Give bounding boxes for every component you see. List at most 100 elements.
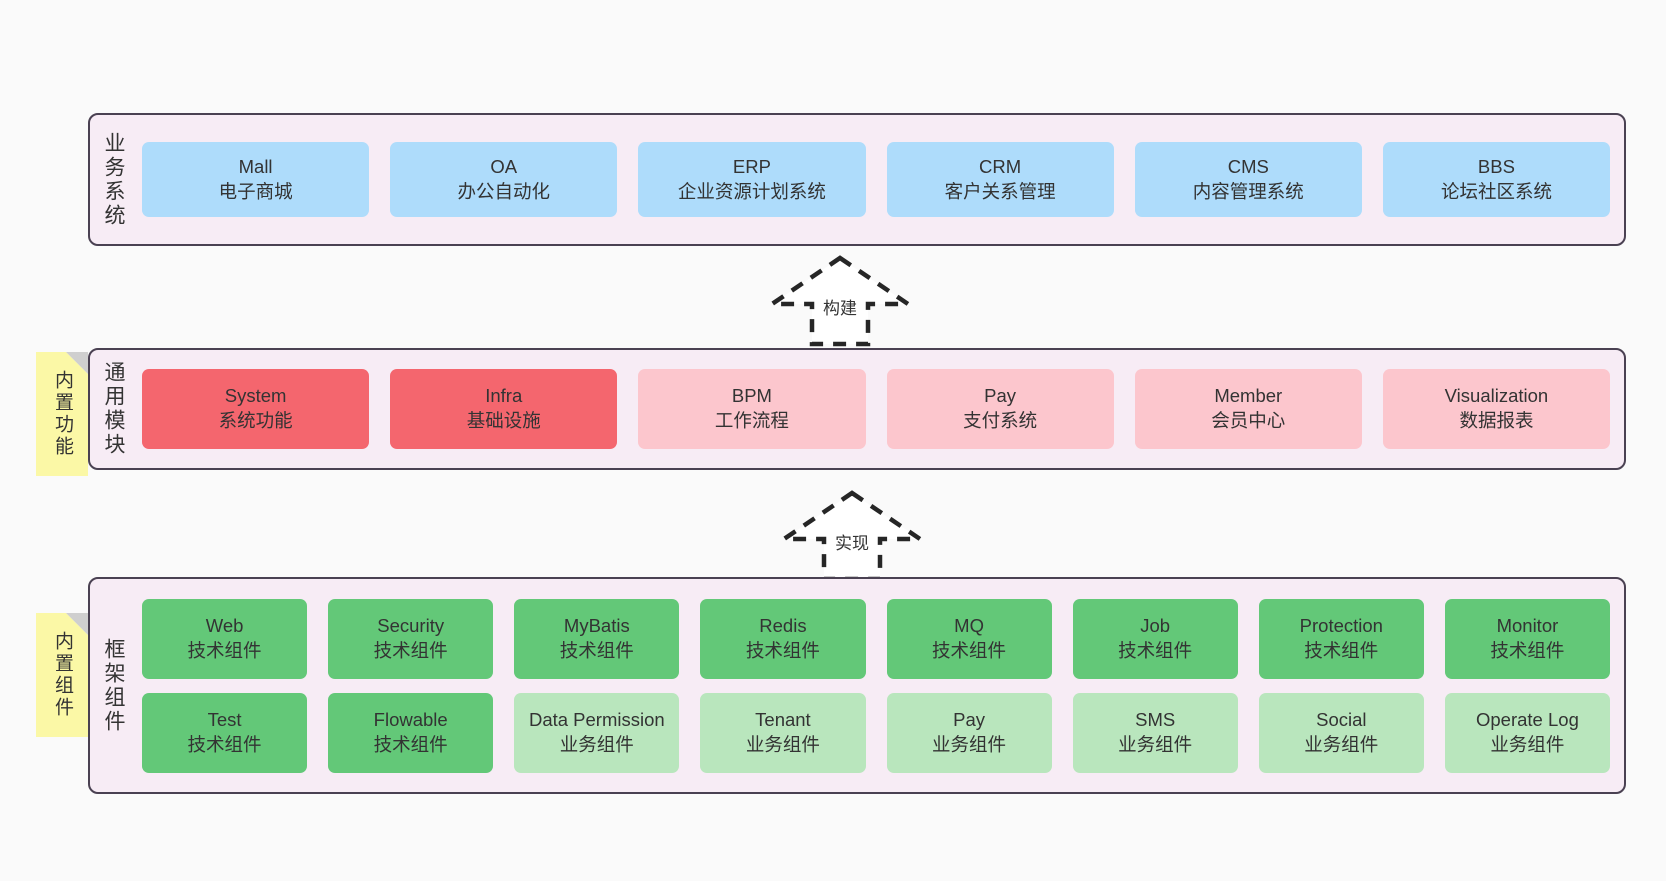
- box-title: Monitor: [1496, 614, 1559, 636]
- box-title: CMS: [1227, 155, 1269, 177]
- box-flowable[interactable]: Flowable 技术组件: [328, 692, 494, 773]
- box-title: Social: [1316, 708, 1367, 730]
- box-title: BPM: [731, 385, 772, 407]
- box-subtitle: 技术组件: [187, 733, 262, 755]
- box-erp[interactable]: ERP 企业资源计划系统: [638, 142, 866, 217]
- box-title: Web: [205, 614, 244, 636]
- box-title: Flowable: [373, 708, 448, 730]
- connector-build: 构建: [760, 252, 920, 348]
- box-bpm[interactable]: BPM 工作流程: [638, 369, 866, 449]
- box-subtitle: 工作流程: [714, 410, 789, 431]
- box-subtitle: 基础设施: [466, 410, 541, 431]
- layer-framework-component: 框架组件 Web 技术组件 Security 技术组件 MyBatis 技术组件…: [88, 577, 1626, 794]
- box-subtitle: 技术组件: [745, 639, 820, 661]
- layer-common-module-body: System 系统功能 Infra 基础设施 BPM 工作流程 Pay 支付系统…: [136, 350, 1624, 468]
- box-title: Job: [1140, 614, 1171, 636]
- box-mybatis[interactable]: MyBatis 技术组件: [514, 598, 680, 679]
- box-crm[interactable]: CRM 客户关系管理: [886, 142, 1114, 217]
- layer-framework-component-body: Web 技术组件 Security 技术组件 MyBatis 技术组件 Redi…: [136, 579, 1624, 792]
- box-sms[interactable]: SMS 业务组件: [1072, 692, 1238, 773]
- box-infra[interactable]: Infra 基础设施: [390, 369, 618, 449]
- box-subtitle: 论坛社区系统: [1440, 180, 1552, 202]
- box-subtitle: 支付系统: [963, 410, 1038, 431]
- layer-title-text: 业务系统: [102, 131, 126, 228]
- box-subtitle: 办公自动化: [457, 180, 551, 202]
- box-title: Mall: [238, 155, 273, 177]
- box-title: Infra: [485, 385, 523, 407]
- box-title: System: [224, 385, 287, 407]
- box-title: Pay: [984, 385, 1017, 407]
- box-bbs[interactable]: BBS 论坛社区系统: [1382, 142, 1611, 217]
- box-security[interactable]: Security 技术组件: [328, 598, 494, 679]
- box-title: Security: [377, 614, 445, 636]
- connector-realize: 实现: [772, 487, 932, 583]
- box-oa[interactable]: OA 办公自动化: [390, 142, 618, 217]
- box-title: Test: [207, 708, 242, 730]
- note-built-in-functions: 内置功能: [36, 352, 88, 476]
- box-title: Member: [1214, 385, 1283, 407]
- layer-business-system: 业务系统 Mall 电子商城 OA 办公自动化 ERP 企业资源计划系统 CRM: [88, 113, 1626, 246]
- box-title: OA: [490, 155, 518, 177]
- box-title: Visualization: [1444, 385, 1549, 407]
- layer-common-module-title: 通用模块: [90, 350, 136, 468]
- box-title: SMS: [1135, 708, 1176, 730]
- box-subtitle: 业务组件: [745, 733, 820, 755]
- box-title: Protection: [1299, 614, 1383, 636]
- box-subtitle: 技术组件: [373, 733, 448, 755]
- box-title: Redis: [759, 614, 807, 636]
- box-title: CRM: [979, 155, 1022, 177]
- box-title: ERP: [732, 155, 771, 177]
- box-monitor[interactable]: Monitor 技术组件: [1444, 598, 1610, 679]
- box-job[interactable]: Job 技术组件: [1072, 598, 1238, 679]
- box-title: Operate Log: [1476, 708, 1579, 730]
- box-title: Tenant: [755, 708, 811, 730]
- box-subtitle: 技术组件: [1118, 639, 1193, 661]
- box-row: Test 技术组件 Flowable 技术组件 Data Permission …: [142, 692, 1610, 773]
- box-subtitle: 电子商城: [218, 180, 293, 202]
- box-system[interactable]: System 系统功能: [142, 369, 370, 449]
- box-title: MQ: [954, 614, 984, 636]
- box-title: Data Permission: [528, 708, 665, 730]
- box-row: Mall 电子商城 OA 办公自动化 ERP 企业资源计划系统 CRM 客户关系…: [142, 142, 1611, 217]
- box-tenant[interactable]: Tenant 业务组件: [700, 692, 866, 773]
- box-pay-component[interactable]: Pay 业务组件: [886, 692, 1052, 773]
- box-pay-module[interactable]: Pay 支付系统: [886, 369, 1114, 449]
- box-test[interactable]: Test 技术组件: [142, 692, 308, 773]
- box-data-permission[interactable]: Data Permission 业务组件: [514, 692, 680, 773]
- box-subtitle: 会员中心: [1211, 410, 1286, 431]
- layer-business-system-title: 业务系统: [90, 115, 136, 244]
- box-subtitle: 业务组件: [932, 733, 1007, 755]
- box-subtitle: 系统功能: [218, 410, 293, 431]
- box-subtitle: 业务组件: [1490, 733, 1565, 755]
- box-redis[interactable]: Redis 技术组件: [700, 598, 866, 679]
- layer-framework-component-title: 框架组件: [90, 579, 136, 792]
- box-operate-log[interactable]: Operate Log 业务组件: [1444, 692, 1610, 773]
- box-member[interactable]: Member 会员中心: [1134, 369, 1362, 449]
- note-built-in-components: 内置组件: [36, 613, 88, 737]
- box-subtitle: 技术组件: [1304, 639, 1379, 661]
- box-cms[interactable]: CMS 内容管理系统: [1134, 142, 1362, 217]
- box-row: Web 技术组件 Security 技术组件 MyBatis 技术组件 Redi…: [142, 598, 1610, 679]
- box-subtitle: 技术组件: [373, 639, 448, 661]
- note-label: 内置功能: [51, 370, 73, 458]
- box-subtitle: 技术组件: [187, 639, 262, 661]
- layer-title-text: 通用模块: [102, 361, 126, 457]
- box-visualization[interactable]: Visualization 数据报表: [1382, 369, 1611, 449]
- box-title: BBS: [1477, 155, 1515, 177]
- box-subtitle: 业务组件: [559, 733, 634, 755]
- box-subtitle: 数据报表: [1459, 410, 1534, 431]
- box-mq[interactable]: MQ 技术组件: [886, 598, 1052, 679]
- box-web[interactable]: Web 技术组件: [142, 598, 308, 679]
- box-title: Pay: [953, 708, 985, 730]
- box-mall[interactable]: Mall 电子商城: [142, 142, 370, 217]
- box-subtitle: 技术组件: [932, 639, 1007, 661]
- box-protection[interactable]: Protection 技术组件: [1258, 598, 1424, 679]
- note-label: 内置组件: [51, 631, 73, 719]
- box-social[interactable]: Social 业务组件: [1258, 692, 1424, 773]
- layer-title-text: 框架组件: [102, 637, 126, 734]
- box-subtitle: 业务组件: [1304, 733, 1379, 755]
- layer-business-system-body: Mall 电子商城 OA 办公自动化 ERP 企业资源计划系统 CRM 客户关系…: [136, 115, 1624, 244]
- box-subtitle: 企业资源计划系统: [677, 180, 826, 202]
- box-subtitle: 业务组件: [1118, 733, 1193, 755]
